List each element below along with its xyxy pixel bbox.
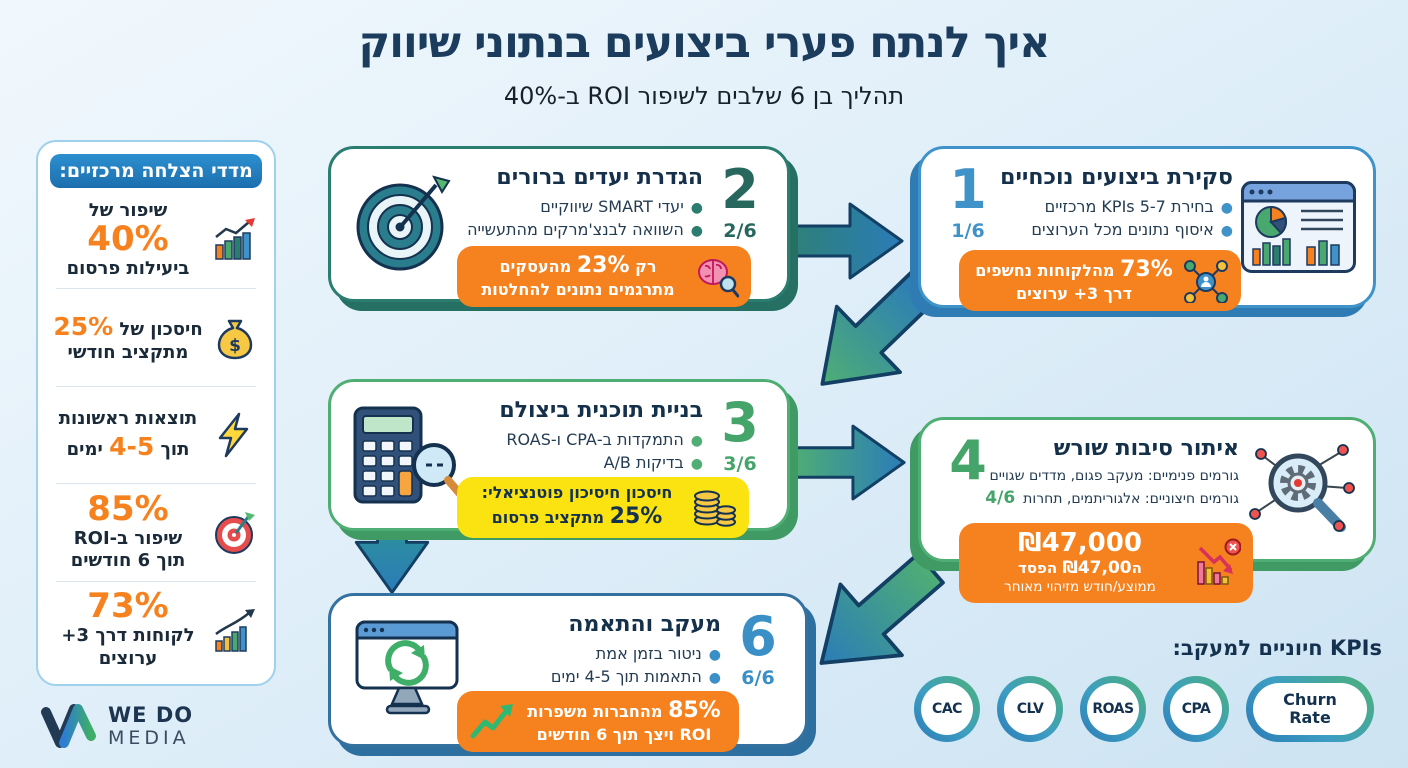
stat-badge: חיסכון חיסיכון פוטנציאלי: 25% מתקציב פרס… xyxy=(457,476,749,538)
kpi-badge-cac: CAC xyxy=(914,676,980,742)
divider xyxy=(56,385,256,387)
bar-chart-up-icon xyxy=(210,217,260,263)
kpi-badge-cpa: CPA xyxy=(1163,676,1229,742)
monitor-sync-icon xyxy=(347,608,471,732)
stat-badge-text: ₪47,000 ה₪47,00 הפסד ממוצע/חודש מזיהוי מ… xyxy=(1004,527,1156,596)
metric-item-ad-efficiency: שיפור של 40% ביעילות פרסום xyxy=(44,192,268,288)
arrow-step2-to-step1 xyxy=(786,198,906,284)
calculator-magnifier-icon xyxy=(347,394,465,516)
metric-text: 85% שיפור ב-ROI תוך 6 חודשים xyxy=(70,489,186,572)
metric-text: שיפור של 40% ביעילות פרסום xyxy=(66,199,190,280)
divider xyxy=(56,580,256,582)
kpi-badge-roas: ROAS xyxy=(1080,676,1146,742)
lightning-icon xyxy=(210,412,260,458)
step-title: איתור סיבות שורש xyxy=(1053,436,1239,461)
we-do-media-logo: WE DO MEDIA xyxy=(40,700,193,754)
step-number-block: 3 3/6 xyxy=(721,391,759,476)
step-text: בניית תוכנית ביצולם ●התמקדות ב-CPA ו-ROA… xyxy=(471,394,703,516)
divider xyxy=(56,483,256,485)
step-text: איתור סיבות שורש גורמים פנימיים: מעקב פג… xyxy=(985,436,1239,508)
step-title: סקירת ביצועים נוכחיים xyxy=(1000,165,1233,190)
step-card-1: 1 1/6 סקירת ביצועים נוכחיים ●בחירת 5-7 K… xyxy=(918,146,1376,311)
arrow-step1-to-step3 xyxy=(782,246,962,425)
metric-item-multichannel: 73% לקוחות דרך 3+ ערוצים xyxy=(44,582,268,678)
chart-decline-icon xyxy=(1195,538,1241,588)
step-title: בניית תוכנית ביצולם xyxy=(499,398,703,423)
arrow-step4-to-step6 xyxy=(782,526,968,708)
metric-text: 73% לקוחות דרך 3+ ערוצים xyxy=(61,586,195,669)
kpi-section-header: KPIs חיוניים למעקב: xyxy=(1172,636,1382,660)
step-card-4: 4 איתור סיבות שורש גורמים פנימיים: מעקב … xyxy=(918,417,1376,603)
stat-badge: 85% מהחברות משפרות ROI ויצך תוך 6 חודשים xyxy=(457,690,739,752)
kpi-badge-clv: CLV xyxy=(997,676,1063,742)
step-text: מעקב והתאמה ●ניטור בזמן אמת ●התאמות תוך … xyxy=(477,608,721,732)
network-icon xyxy=(1183,257,1229,304)
stat-badge-text: 73% מהלקוחות נחשפים דרך 3+ ערוצים xyxy=(975,256,1173,304)
money-bag-icon: $ xyxy=(210,315,260,361)
metric-item-roi-improvement: 85% שיפור ב-ROI תוך 6 חודשים xyxy=(44,484,268,580)
kpi-badge-churn-rate: Churn Rate xyxy=(1246,676,1374,742)
step-card-3: בניית תוכנית ביצולם ●התמקדות ב-CPA ו-ROA… xyxy=(328,379,790,538)
step-title: הגדרת יעדים ברורים xyxy=(496,165,703,190)
metric-text: חיסכון של 25% מתקציב חודשי xyxy=(53,311,203,363)
logo-text: WE DO MEDIA xyxy=(108,703,194,750)
key-metrics-header: מדדי הצלחה מרכזיים: xyxy=(50,154,262,188)
step-text: הגדרת יעדים ברורים ●יעדי SMART שיווקיים … xyxy=(465,161,703,287)
step-number-block: 4 xyxy=(949,429,987,492)
step-card-2: הגדרת יעדים ברורים ●יעדי SMART שיווקיים … xyxy=(328,146,790,307)
metric-item-budget-saving: $ חיסכון של 25% מתקציב חודשי xyxy=(44,289,268,385)
logo-w-icon xyxy=(40,700,98,754)
growth-chart-icon xyxy=(210,607,260,653)
step-number-block: 2 2/6 xyxy=(721,158,759,243)
stat-badge-text: חיסכון חיסיכון פוטנציאלי: 25% מתקציב פרס… xyxy=(481,482,673,530)
page-title: איך לנתח פערי ביצועים בנתוני שיווק xyxy=(358,18,1051,68)
arrow-step3-to-step4 xyxy=(790,420,908,505)
svg-text:$: $ xyxy=(229,336,241,356)
stat-badge: רק 23% מהעסקים מתרגמים נתונים להחלטות xyxy=(457,245,751,307)
stat-badge-text: רק 23% מהעסקים מתרגמים נתונים להחלטות xyxy=(481,252,675,300)
key-metrics-panel: מדדי הצלחה מרכזיים: שיפור של 40% ביעילות… xyxy=(36,140,276,686)
dashboard-icon xyxy=(1239,161,1357,293)
metric-text: תוצאות ראשונות תוך 4-5 ימים xyxy=(58,408,198,461)
step-card-6: מעקב והתאמה ●ניטור בזמן אמת ●התאמות תוך … xyxy=(328,593,808,752)
kpi-badges-row: CAC CLV ROAS CPA Churn Rate xyxy=(914,676,1374,742)
page-subtitle: תהליך בן 6 שלבים לשיפור ROI ב-40% xyxy=(503,82,905,110)
step-number-block: 6 6/6 xyxy=(739,605,777,690)
step-title: מעקב והתאמה xyxy=(568,612,721,637)
step-text: סקירת ביצועים נוכחיים ●בחירת 5-7 KPIs מר… xyxy=(1000,165,1233,239)
stat-badge: 73% מהלקוחות נחשפים דרך 3+ ערוצים xyxy=(959,249,1241,311)
coins-icon xyxy=(691,484,737,530)
metric-item-first-results: תוצאות ראשונות תוך 4-5 ימים xyxy=(44,387,268,483)
step-number-block: 1 1/6 xyxy=(949,158,987,243)
gear-magnifier-icon xyxy=(1245,432,1357,547)
stat-badge: ₪47,000 ה₪47,00 הפסד ממוצע/חודש מזיהוי מ… xyxy=(959,522,1253,603)
brain-icon xyxy=(693,253,739,299)
stat-badge-text: 85% מהחברות משפרות ROI ויצך תוך 6 חודשים xyxy=(527,697,721,745)
divider xyxy=(56,288,256,290)
trend-up-arrow-icon xyxy=(469,698,515,744)
dartboard-icon xyxy=(347,161,459,287)
target-icon xyxy=(210,509,260,555)
